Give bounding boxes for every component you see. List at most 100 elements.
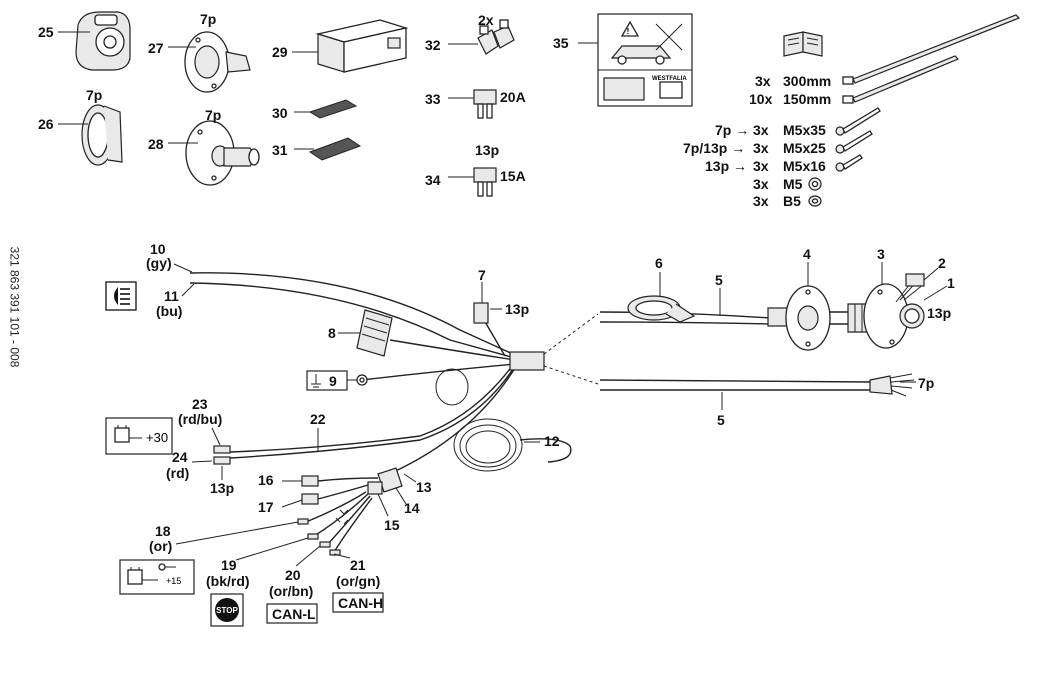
nut-qty: 3x <box>753 176 769 192</box>
screw2-size: M5x25 <box>783 140 826 156</box>
tie-300-length: 300mm <box>783 73 831 89</box>
label-17: 17 <box>258 499 274 515</box>
label-8: 8 <box>328 325 336 341</box>
part-29-module <box>292 19 409 73</box>
label-21: 21 <box>350 557 366 573</box>
part-33-number: 33 <box>425 91 441 107</box>
seal-6 <box>627 295 696 323</box>
wire-10-grey <box>189 272 516 356</box>
part-32-number: 32 <box>425 37 441 53</box>
part-31-pad <box>294 137 362 161</box>
screw3-size: M5x16 <box>783 158 826 174</box>
connector-8 <box>338 309 393 357</box>
label-20-color: (or/bn) <box>269 583 313 599</box>
can-l-box <box>266 603 318 624</box>
connector-17 <box>281 493 319 508</box>
stop-sign-icon <box>215 598 239 622</box>
can-h-label: CAN-H <box>338 595 383 611</box>
label-5a: 5 <box>715 272 723 288</box>
label-20: 20 <box>285 567 301 583</box>
leader-20 <box>295 545 321 567</box>
wire-20 <box>327 495 371 545</box>
label-14: 14 <box>404 500 420 516</box>
label-18: 18 <box>155 523 171 539</box>
screw3-pins: 13p → <box>705 158 747 174</box>
screw1-size: M5x35 <box>783 122 826 138</box>
label-23-color: (rd/bu) <box>178 411 222 427</box>
connector-23 <box>213 445 231 454</box>
cable-tie-150mm <box>842 55 960 104</box>
washer-qty: 3x <box>753 193 769 209</box>
label-11: 11 <box>164 288 179 304</box>
part-33-rating: 20A <box>500 89 526 105</box>
warning-icon: ! <box>627 27 630 36</box>
leader-21 <box>333 553 351 559</box>
label-10: 10 <box>150 241 166 257</box>
leader-19 <box>235 537 309 561</box>
washer-b5-icon <box>808 195 822 207</box>
leader-14 <box>395 487 407 505</box>
connector-24 <box>213 456 231 465</box>
part-34-rating: 15A <box>500 168 526 184</box>
wire-end-21 <box>329 549 341 556</box>
washer-size: B5 <box>783 193 801 209</box>
cable-5-upper-bottom <box>599 321 771 325</box>
leader-13 <box>403 473 417 483</box>
continuation-line-lower <box>543 365 599 385</box>
label-24-color: (rd) <box>166 465 189 481</box>
label-22: 22 <box>310 411 326 427</box>
can-h-box <box>332 592 384 613</box>
part-35-sticker: ! WESTFALIA <box>578 13 693 107</box>
part-30-number: 30 <box>272 105 288 121</box>
label-6: 6 <box>655 255 663 271</box>
wire-18 <box>305 491 367 523</box>
wire-11-blue <box>189 282 516 359</box>
fog-light-box <box>105 281 137 311</box>
label-12: 12 <box>544 433 560 449</box>
label-3: 3 <box>877 246 885 262</box>
wire-8-branch <box>389 339 516 361</box>
coiled-cable-12 <box>453 418 572 472</box>
ground-loop-9 <box>356 368 469 406</box>
part-32-qty: 2x <box>478 12 494 28</box>
wire-end-20 <box>319 541 331 548</box>
part-35-number: 35 <box>553 35 569 51</box>
ground-icon <box>311 374 321 388</box>
wire-end-19 <box>307 533 319 540</box>
stop-text: STOP <box>216 606 238 615</box>
wire-9-ground <box>361 363 516 381</box>
wire-end-18 <box>297 518 309 525</box>
wire-16 <box>317 477 379 482</box>
part-34-pins: 13p <box>475 142 499 158</box>
label-10-color: (gy) <box>146 255 172 271</box>
label-24-pins: 13p <box>210 480 234 496</box>
connector-15 <box>367 481 383 495</box>
part-27-plate <box>168 31 251 93</box>
tie-150-qty: 10x <box>749 91 773 107</box>
part-28-plate <box>168 120 260 186</box>
screw3-qty: 3x <box>753 158 769 174</box>
part-29-number: 29 <box>272 44 288 60</box>
label-2: 2 <box>938 255 946 271</box>
part-28-pins: 7p <box>205 107 221 123</box>
label-7p-cable: 7p <box>918 375 934 391</box>
label-19: 19 <box>221 557 237 573</box>
wire-22-trunk-b <box>229 365 513 453</box>
connector-16 <box>282 475 319 487</box>
part-30-pad <box>294 99 358 119</box>
wire-19 <box>313 493 369 537</box>
screw1-qty: 3x <box>753 122 769 138</box>
grommet-plate-4 <box>767 285 850 351</box>
nut-m5-icon <box>808 177 822 191</box>
label-1-pins: 13p <box>927 305 951 321</box>
wire-22-trunk <box>229 365 516 459</box>
can-l-label: CAN-L <box>272 606 316 622</box>
leader-10 <box>173 263 193 273</box>
label-7-pins: 13p <box>505 301 529 317</box>
part-27-number: 27 <box>148 40 164 56</box>
screw-m5x16 <box>835 154 863 172</box>
label-13: 13 <box>416 479 432 495</box>
part-26-seal <box>58 104 123 166</box>
connector-2 <box>905 267 939 287</box>
sticker-brand: WESTFALIA <box>652 76 687 82</box>
